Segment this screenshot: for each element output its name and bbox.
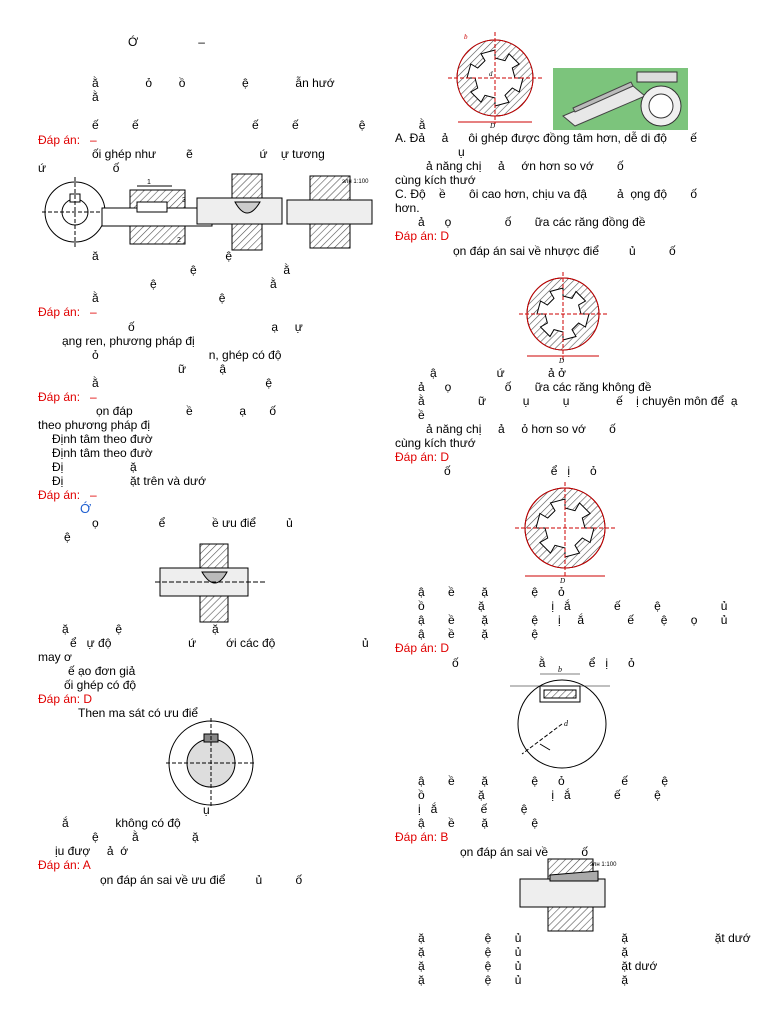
question-line: ọn đáp án sai về nhược điể ủ ố	[453, 244, 676, 258]
spline-section-figure: D d b	[448, 32, 542, 130]
answer-line: Đáp án: –	[38, 390, 97, 404]
option-line: ắ không có độ	[62, 816, 181, 830]
question-line: ă ệ	[92, 249, 233, 263]
option-line: ế ạo đơn giả	[68, 664, 136, 678]
option-line: ặ ệ ủ ặt dướ	[418, 959, 658, 973]
question-line: theo phương pháp đị	[38, 418, 150, 432]
question-line: ằ ệ	[92, 376, 273, 390]
option-line: ậ ứ ả ở	[430, 366, 566, 380]
question-line: ặ ệ ặ	[62, 622, 219, 636]
option-line: ậ ề ặ ệ ỏ ế ệ	[418, 774, 669, 788]
svg-text:2: 2	[177, 237, 181, 244]
answer-line: Đáp án: –	[38, 133, 97, 147]
dimension-label: d	[489, 70, 493, 78]
answer-line: Đáp án: –	[38, 488, 97, 502]
svg-text:3: 3	[182, 197, 186, 204]
option-line: ị ắ ế ệ	[418, 802, 528, 816]
segment-key-figure	[155, 543, 265, 623]
option-line: ậ ề ặ ệ	[418, 627, 539, 641]
question-line: ụ	[203, 803, 210, 817]
question-line: ọn đáp án sai về ưu điể ủ ố	[100, 873, 303, 887]
friction-key-figure	[166, 718, 256, 808]
answer-line: Đáp án: B	[395, 830, 449, 844]
option-line: ậ ề ặ ệ	[418, 816, 539, 830]
key-dimension-figure: b d	[510, 665, 610, 769]
option-line: ả năng chị ả ớn hơn so vớ ố	[426, 159, 624, 173]
question-line: ọ ể ề ưu điể ủ	[92, 516, 293, 530]
option-line: ả ọ ố ữa các răng không đề	[418, 380, 652, 394]
option-line: ặ ệ ủ ặ ặt dướ	[418, 931, 751, 945]
question-line: ố ạ ự	[128, 320, 303, 334]
question-line: ữ ậ	[178, 362, 227, 376]
option-line: ặ ệ ủ ặ	[418, 973, 629, 987]
option-line: ồ ặ ị ắ ế ệ	[418, 788, 661, 802]
svg-text:1: 1	[147, 179, 151, 186]
option-line: ậ ề ặ ệ ị ắ ế ệ ọ ủ	[418, 613, 728, 627]
dimension-label: D	[558, 357, 564, 365]
dimension-label: b	[558, 665, 562, 674]
option-line: C. Độ ề ôi cao hơn, chịu va đậ ả ọng độ …	[395, 187, 698, 201]
dimension-label: b	[464, 33, 468, 41]
question-line: ế ế ế ế ệ ằ	[92, 118, 426, 132]
taper-key-figure: элн 1:100	[519, 858, 617, 932]
option-line: Đị ặt trên và dướ	[52, 474, 206, 488]
option-line: ụ	[458, 145, 465, 159]
option-line: ằ ữ ụ ụ ế ị chuyên môn để ạ	[418, 394, 738, 408]
option-line: cùng kích thướ	[395, 173, 476, 187]
question-line: ố ằ ể ị ỏ	[452, 656, 635, 670]
question-line: ỏ n, ghép có độ	[92, 348, 282, 362]
option-line: ể ự độ ứ ới các độ ủ	[70, 636, 369, 650]
answer-line: Đáp án: D	[395, 641, 450, 655]
answer-line: Đáp án: –	[38, 305, 97, 319]
spline-section-figure: D	[519, 272, 607, 365]
option-line: cùng kích thướ	[395, 436, 476, 450]
spline-shaft-3d-figure	[553, 68, 688, 130]
option-line: ậ ề ặ ệ ỏ	[418, 585, 565, 599]
question-line: ệ	[64, 530, 71, 544]
spline-section-figure: D	[515, 482, 615, 584]
option-line: Đị ặ	[52, 460, 137, 474]
option-line: Định tâm theo đườ	[52, 432, 153, 446]
question-title: Ớ –	[128, 35, 205, 49]
question-line: ọn đáp ề ạ ố	[96, 404, 277, 418]
question-line: ạng ren, phương pháp đị	[62, 334, 195, 348]
key-joint-figure: 1 3 2 элн 1:100	[42, 173, 373, 251]
option-line: ề	[418, 408, 425, 422]
dimension-label: D	[489, 122, 495, 130]
dimension-label: d	[564, 719, 569, 728]
question-line: ệ ằ	[150, 277, 277, 291]
option-line: ịu đượ ả ớ	[55, 844, 129, 858]
option-line: ệ ằ ặ	[92, 830, 199, 844]
option-line: ả ọ ố ữa các răng đồng đề	[418, 215, 646, 229]
option-line: ả năng chị ả ỏ hơn so vớ ố	[426, 422, 616, 436]
option-line: A. Đả ả ôi ghép được đồng tâm hơn, dễ di…	[395, 131, 697, 145]
dimension-label: D	[559, 577, 565, 584]
question-line: ố ể ị ỏ	[444, 464, 597, 478]
answer-line: Đáp án: D	[395, 450, 450, 464]
section-heading: Ớ	[80, 501, 92, 516]
option-line: hơn.	[395, 201, 420, 215]
question-line: ọn đáp án sai về ố	[460, 845, 589, 859]
scale-label: элн 1:100	[342, 179, 369, 185]
answer-line: Đáp án: A	[38, 858, 91, 872]
question-line: ằ ỏ ồ ệ ẫn hướ	[92, 76, 335, 90]
question-line: Then ma sát có ưu điể	[78, 706, 199, 720]
question-line: ằ ệ	[92, 291, 226, 305]
answer-line: Đáp án: D	[395, 229, 450, 243]
question-line: ối ghép như ẽ ứ ự tương	[92, 147, 325, 161]
answer-line: Đáp án: D	[38, 692, 93, 706]
question-line: ệ ằ	[190, 263, 291, 277]
option-line: ồ ặ ị ắ ế ệ ủ	[418, 599, 728, 613]
question-line: ứ ố	[38, 161, 120, 175]
option-line: ối ghép có độ	[64, 678, 137, 692]
option-line: ặ ệ ủ ặ	[418, 945, 629, 959]
option-line: may ơ	[38, 650, 72, 664]
option-line: Định tâm theo đườ	[52, 446, 153, 460]
scale-label: элн 1:100	[590, 862, 617, 868]
question-line: ằ	[92, 90, 99, 104]
